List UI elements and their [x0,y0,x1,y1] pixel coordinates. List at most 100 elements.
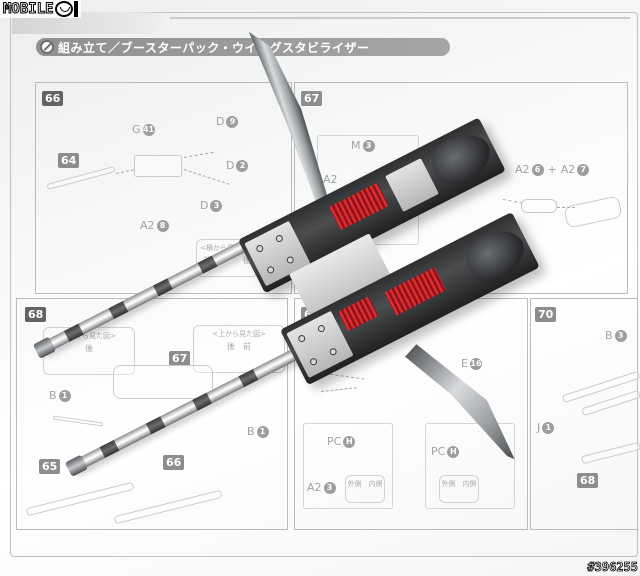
part-letter: D [226,159,235,172]
ref-step-68: 68 [577,473,599,488]
hex-bolt [308,357,319,367]
part-number: 8 [156,219,169,232]
manual-top-rule [170,17,630,19]
image-id-watermark: #396255 [587,560,638,575]
callout-label: 外側 内側 [347,480,383,488]
part-letter: A2 [140,219,155,232]
part-label-a2: A2 [323,173,338,186]
part-letter: B [247,425,255,438]
manual-section-title: 組み立て／ブースターパック・ウイングスタビライザー [36,38,450,56]
hex-bolt [255,243,265,254]
part-letter: A2 [307,481,322,494]
part-letter: PC [431,445,446,458]
joint-block-drawing [134,155,182,177]
assembly-arrow [184,151,214,158]
outer-inner-callout-right: 外側 内側 [439,475,479,503]
mobile01-logo-bar-icon [73,1,78,17]
part-letter: B [49,389,57,402]
plus-sign: + [547,163,557,176]
callout-sub: 後 [85,344,93,353]
callout-label: <上から見た図> [212,330,266,338]
watermark-brand: MOBILE [3,1,55,18]
assembly-arrow [502,199,523,204]
assembly-arrow [324,373,365,380]
hex-bolt [274,233,285,244]
barrel-part-drawing [46,166,116,190]
manual-page-border [10,12,638,557]
hex-bolt [328,347,338,357]
hex-bolt [297,333,307,344]
cannon-drawing-65 [25,481,135,517]
part-number: 3 [323,481,336,494]
part-letter: E [461,357,468,370]
outer-inner-callout-left: 外側 内側 [345,475,385,503]
top-view-callout-2: <上から見た図> 後 前 [193,325,285,373]
prohibited-circle-icon [40,40,54,54]
part-letter: M [351,139,361,152]
hex-bolt [265,265,276,275]
part-number: 1 [58,389,71,402]
callout-label: 外側 内側 [441,480,477,488]
red-radiator-fins [328,182,389,231]
callout-label: <上から見た図> [62,332,116,340]
part-letter: A2 [323,173,338,186]
ref-step-65: 65 [39,459,61,474]
part-letter: D [216,115,225,128]
part-number: 6 [531,163,544,176]
step-69-inset-right [425,423,515,509]
mobile01-watermark: MOBILE [0,0,81,18]
part-number: 2 [236,159,249,172]
hex-bolt [285,255,295,265]
step-number: 67 [301,91,323,106]
frame-assembly-drawing [113,365,213,399]
ref-step-66: 66 [163,455,185,470]
part-letter: A2 [560,163,576,176]
part-number: 3 [614,329,627,342]
callout-sub: 後 前 [227,342,251,351]
step-number: 70 [535,307,557,322]
red-radiator-fins [338,296,379,332]
part-letter: A2 [515,163,530,176]
mobile01-logo-icon [54,1,73,17]
ref-step-number: 64 [58,153,80,168]
part-number: 41 [142,123,155,136]
assembly-arrow [321,387,357,392]
part-number: 3 [210,199,223,212]
step-number: 68 [25,307,47,322]
red-radiator-fins [384,267,447,316]
part-number: 16 [469,357,482,370]
part-letter: D [200,199,209,212]
manual-title-text: 組み立て／ブースターパック・ウイングスタビライザー [58,40,370,55]
part-number: 7 [577,163,590,176]
part-number: 1 [256,425,269,438]
assembly-arrow [116,169,134,174]
hex-bolt [316,323,327,334]
part-number: H [447,445,460,458]
step-69-inset-left [303,423,393,509]
cannon-drawing-66 [113,489,223,525]
part-letter: PC [327,435,342,448]
barrel-drawing [580,441,640,465]
assembly-arrow [183,169,230,185]
step-number: 66 [42,91,64,106]
part-number: 3 [362,139,375,152]
connector-drawing [521,199,557,213]
part-letter: B [605,329,613,342]
part-number: 9 [226,115,239,128]
